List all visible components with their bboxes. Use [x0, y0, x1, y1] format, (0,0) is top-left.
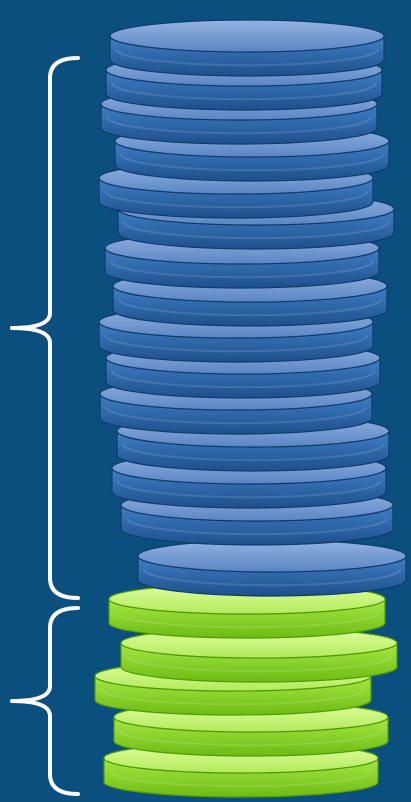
brackets-layer: [12, 58, 78, 794]
upper-bracket: [12, 58, 78, 598]
lower-bracket: [12, 608, 78, 794]
blue-coin-15: [138, 540, 406, 596]
blue-coin-1-top: [110, 20, 384, 52]
blue-coin-1: [110, 20, 384, 76]
coins-layer: [95, 20, 406, 797]
